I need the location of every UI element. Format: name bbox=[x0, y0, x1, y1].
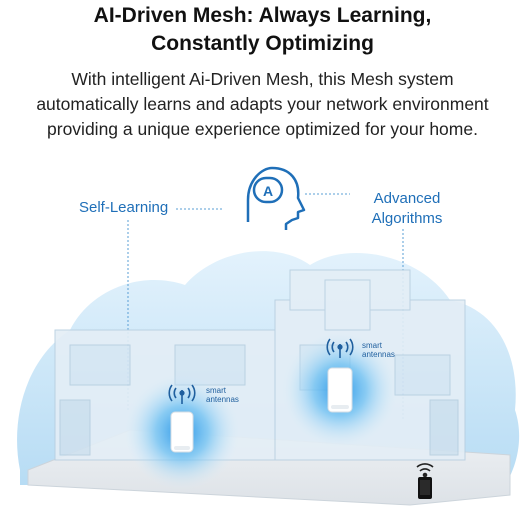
subtitle-line-3: providing a unique experience optimized … bbox=[47, 119, 478, 139]
antenna-label-line-1: smart bbox=[362, 341, 382, 350]
subtitle-line-2: automatically learns and adapts your net… bbox=[36, 94, 489, 114]
antenna-label-line-2: antennas bbox=[206, 395, 239, 404]
router-1 bbox=[170, 411, 194, 453]
page-title: AI-Driven Mesh: Always Learning, Constan… bbox=[0, 2, 525, 58]
advanced-line-2: Algorithms bbox=[371, 210, 443, 227]
antenna-label-line-1: smart bbox=[206, 386, 226, 395]
advanced-algorithms-label: Advanced Algorithms bbox=[363, 189, 451, 229]
smartphone-icon bbox=[418, 477, 432, 499]
router-1-signal-icon bbox=[168, 384, 196, 404]
router-1-antenna-label: smart antennas bbox=[206, 386, 239, 404]
self-learning-label: Self-Learning bbox=[79, 199, 169, 216]
wifi-icon bbox=[416, 463, 434, 478]
router-2-antenna-label: smart antennas bbox=[362, 341, 395, 359]
title-line-1: AI-Driven Mesh: Always Learning, bbox=[93, 4, 432, 27]
title-line-2: Constantly Optimizing bbox=[151, 32, 374, 55]
router-2 bbox=[327, 367, 353, 413]
page-subtitle: With intelligent Ai-Driven Mesh, this Me… bbox=[0, 67, 525, 142]
ai-icon-letter: A bbox=[263, 183, 273, 199]
subtitle-line-1: With intelligent Ai-Driven Mesh, this Me… bbox=[71, 69, 454, 89]
advanced-line-1: Advanced bbox=[373, 190, 441, 207]
router-2-signal-icon bbox=[326, 338, 354, 358]
antenna-label-line-2: antennas bbox=[362, 350, 395, 359]
ai-head-icon bbox=[246, 166, 306, 230]
connector-lines bbox=[127, 193, 404, 420]
